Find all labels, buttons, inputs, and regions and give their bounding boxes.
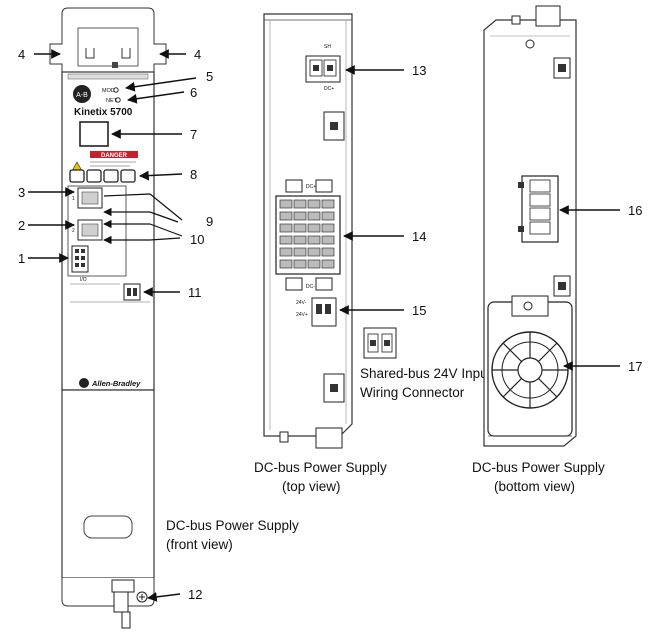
io-label: I/O <box>80 277 87 283</box>
callout-12: 12 <box>188 587 202 602</box>
top-caption-line2: (top view) <box>282 479 341 494</box>
bottom-view <box>483 5 577 447</box>
lcd-display <box>79 121 109 147</box>
callout-11: 11 <box>188 285 202 300</box>
danger-label <box>90 151 138 158</box>
front-view: A-B MOD NET Kinetix 5700 DANGER 1 2 <box>49 7 167 629</box>
front-24v-connector[interactable] <box>123 283 141 301</box>
callout-13: 13 <box>412 63 426 78</box>
nav-button-1[interactable] <box>69 169 85 183</box>
front-lower-body <box>61 389 155 579</box>
model-name: Kinetix 5700 <box>74 107 133 118</box>
callout-7: 7 <box>190 127 197 142</box>
callout-4a: 4 <box>18 47 25 62</box>
callout-10: 10 <box>190 232 204 247</box>
mod-status-indicator <box>113 87 119 93</box>
bottom-callouts: 16 17 <box>559 203 642 374</box>
front-caption-line1: DC-bus Power Supply <box>166 518 299 533</box>
danger-label-text: DANGER <box>101 153 128 159</box>
port-1-label: 1 <box>72 196 75 202</box>
maker-name: Allen-Bradley <box>91 379 141 388</box>
24v-plus-label: 24V+ <box>296 312 308 318</box>
callout-5: 5 <box>206 69 213 84</box>
top-callouts: 13 14 15 <box>339 63 426 318</box>
bottom-caption-line1: DC-bus Power Supply <box>472 460 605 475</box>
callout-1: 1 <box>18 251 25 266</box>
ab-logo-text: A-B <box>76 92 88 99</box>
bottom-caption-line2: (bottom view) <box>494 479 575 494</box>
front-label-window <box>83 515 133 539</box>
callout-6: 6 <box>190 85 197 100</box>
dcminus-label: DC- <box>306 284 315 290</box>
front-callouts: 4 4 5 6 7 8 3 2 1 9 10 11 12 <box>18 47 213 602</box>
top-caption-line1: DC-bus Power Supply <box>254 460 387 475</box>
top-24v-connector[interactable] <box>311 297 337 327</box>
dcplus-label-top: DC+ <box>324 86 334 92</box>
callout-3: 3 <box>18 185 25 200</box>
dc-bus-terminals <box>279 199 335 269</box>
front-bracket-tab <box>77 27 139 67</box>
nav-button-2[interactable] <box>86 169 102 183</box>
sh-label: SH <box>324 44 331 50</box>
nav-button-4[interactable] <box>120 169 136 183</box>
net-status-indicator <box>115 97 121 103</box>
ground-stud <box>111 579 135 593</box>
callout-8: 8 <box>190 167 197 182</box>
ab-logo <box>73 85 91 103</box>
top-view: SH DC+ DC+ DC- 24V- 24V+ <box>263 13 353 449</box>
shared-bus-connector-inset: Shared-bus 24V Input Wiring Connector <box>360 327 492 400</box>
callout-14: 14 <box>412 229 426 244</box>
net-label: NET <box>106 98 118 104</box>
callout-4b: 4 <box>194 47 201 62</box>
port-2-label: 2 <box>72 228 75 234</box>
callout-16: 16 <box>628 203 642 218</box>
callout-15: 15 <box>412 303 426 318</box>
io-connector[interactable] <box>71 245 89 273</box>
dcplus-label-bus: DC+ <box>306 184 316 190</box>
inset-caption-line2: Wiring Connector <box>360 385 465 400</box>
callout-2: 2 <box>18 218 25 233</box>
mod-label: MOD <box>102 88 115 94</box>
nav-button-3[interactable] <box>103 169 119 183</box>
24v-minus-label: 24V- <box>296 300 307 306</box>
front-caption-line2: (front view) <box>166 537 233 552</box>
inset-caption-line1: Shared-bus 24V Input <box>360 366 492 381</box>
callout-9: 9 <box>206 214 213 229</box>
callout-17: 17 <box>628 359 642 374</box>
